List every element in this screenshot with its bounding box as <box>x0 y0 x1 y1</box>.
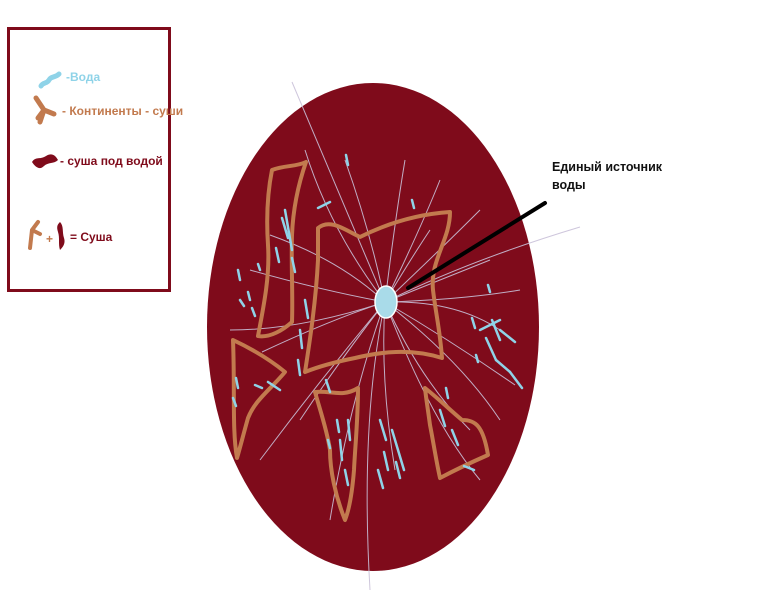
underwater-land-disk <box>207 83 539 571</box>
continent-central <box>303 210 452 374</box>
water-source-annotation: Единый источник воды <box>552 158 662 194</box>
legend: -Вода - Континенты - суши - суша под вод… <box>7 27 183 292</box>
continent-west <box>231 338 287 460</box>
legend-plus-sign: + <box>46 232 54 246</box>
annotation-pointer <box>406 201 547 290</box>
legend-land-label: = Суша <box>70 230 113 244</box>
continent-stroke-icon <box>33 95 57 125</box>
land-combo-icon <box>28 220 65 250</box>
annotation-line-1: Единый источник <box>552 160 663 174</box>
water-marks <box>231 153 524 490</box>
legend-water-label: -Вода <box>66 70 101 84</box>
river-lines <box>229 81 581 591</box>
water-source <box>374 285 398 319</box>
continent-northwest <box>256 160 308 339</box>
legend-underwater-label: - суша под водой <box>60 154 163 168</box>
annotation-line-2: воды <box>552 178 586 192</box>
legend-continents-label: - Континенты - суши <box>62 104 184 118</box>
underwater-land-icon <box>32 154 58 169</box>
water-squiggle-icon <box>38 71 62 89</box>
